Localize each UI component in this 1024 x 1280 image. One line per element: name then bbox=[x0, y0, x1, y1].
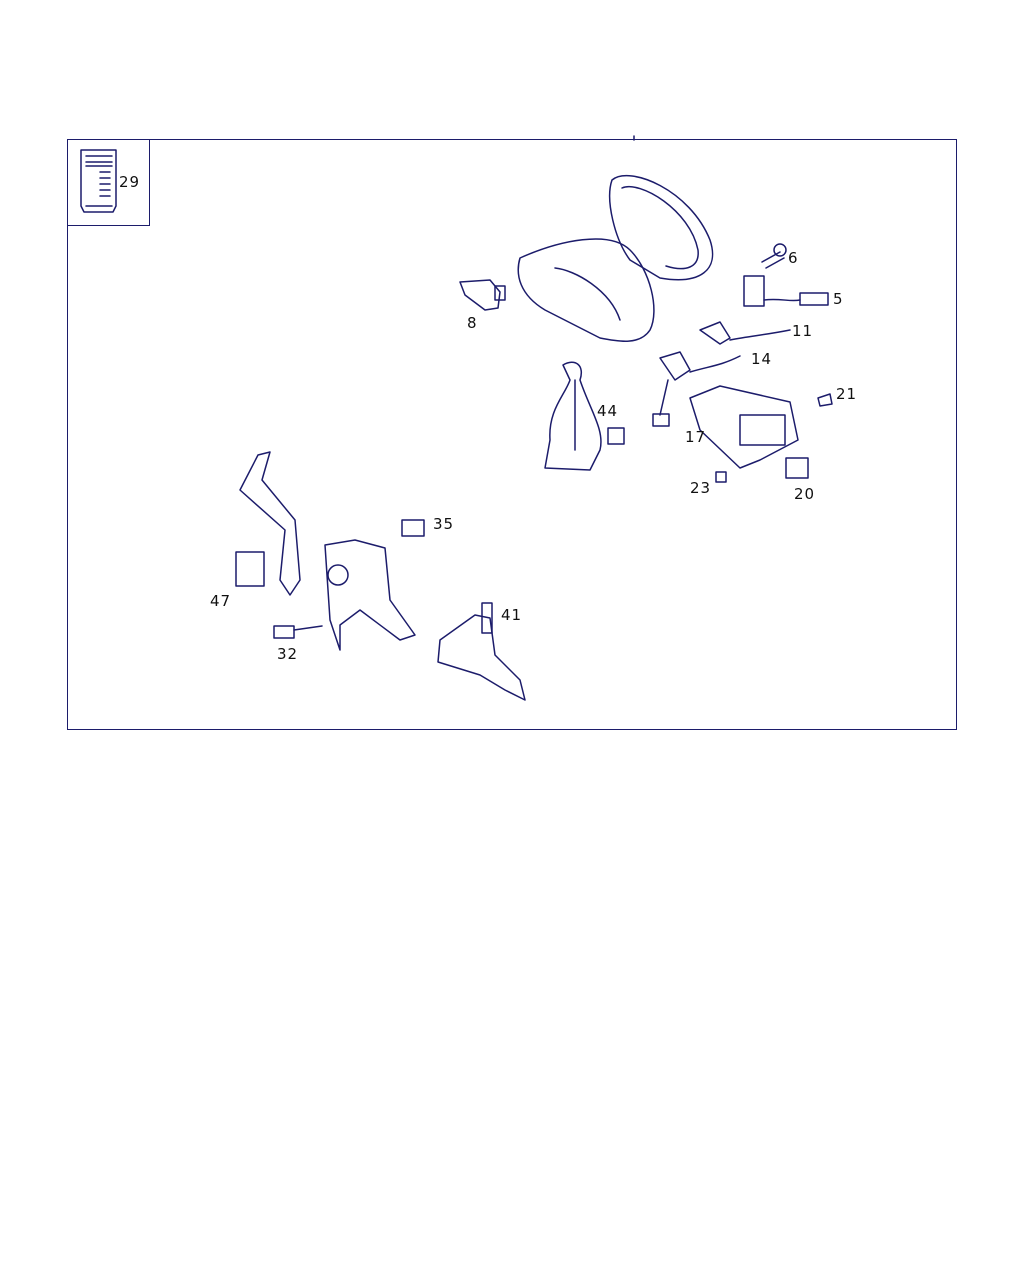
part-41 bbox=[437, 602, 526, 701]
part-14 bbox=[652, 351, 741, 427]
legend-number: 29 bbox=[119, 173, 141, 191]
part-8 bbox=[459, 279, 506, 311]
callout-17[interactable]: 17 bbox=[685, 428, 707, 446]
callout-6[interactable]: 6 bbox=[788, 249, 799, 267]
callout-20[interactable]: 20 bbox=[794, 485, 816, 503]
callout-5[interactable]: 5 bbox=[833, 290, 844, 308]
callout-21[interactable]: 21 bbox=[836, 385, 858, 403]
gear-shift-boot-44 bbox=[544, 361, 602, 471]
callout-14[interactable]: 14 bbox=[751, 350, 773, 368]
part-17 bbox=[689, 385, 799, 469]
callout-35[interactable]: 35 bbox=[433, 515, 455, 533]
airbag-cover bbox=[517, 238, 655, 342]
callout-32[interactable]: 32 bbox=[277, 645, 299, 663]
part-6 bbox=[761, 243, 787, 269]
part-32 bbox=[273, 625, 323, 639]
part-44-switch bbox=[607, 427, 625, 445]
steering-wheel bbox=[608, 175, 714, 281]
part-21 bbox=[817, 393, 833, 407]
callout-44[interactable]: 44 bbox=[597, 402, 619, 420]
part-35 bbox=[401, 519, 425, 537]
part-11 bbox=[699, 321, 791, 345]
pedal-assembly bbox=[239, 451, 416, 651]
part-47 bbox=[235, 551, 265, 587]
callout-8[interactable]: 8 bbox=[467, 314, 478, 332]
legend-box bbox=[67, 139, 150, 226]
part-23 bbox=[715, 471, 727, 483]
part-5 bbox=[743, 275, 829, 307]
callout-23[interactable]: 23 bbox=[690, 479, 712, 497]
diagram-frame bbox=[67, 139, 957, 730]
callout-47[interactable]: 47 bbox=[210, 592, 232, 610]
part-20 bbox=[785, 457, 809, 479]
document-icon bbox=[80, 149, 117, 213]
callout-41[interactable]: 41 bbox=[501, 606, 523, 624]
callout-11[interactable]: 11 bbox=[792, 322, 814, 340]
